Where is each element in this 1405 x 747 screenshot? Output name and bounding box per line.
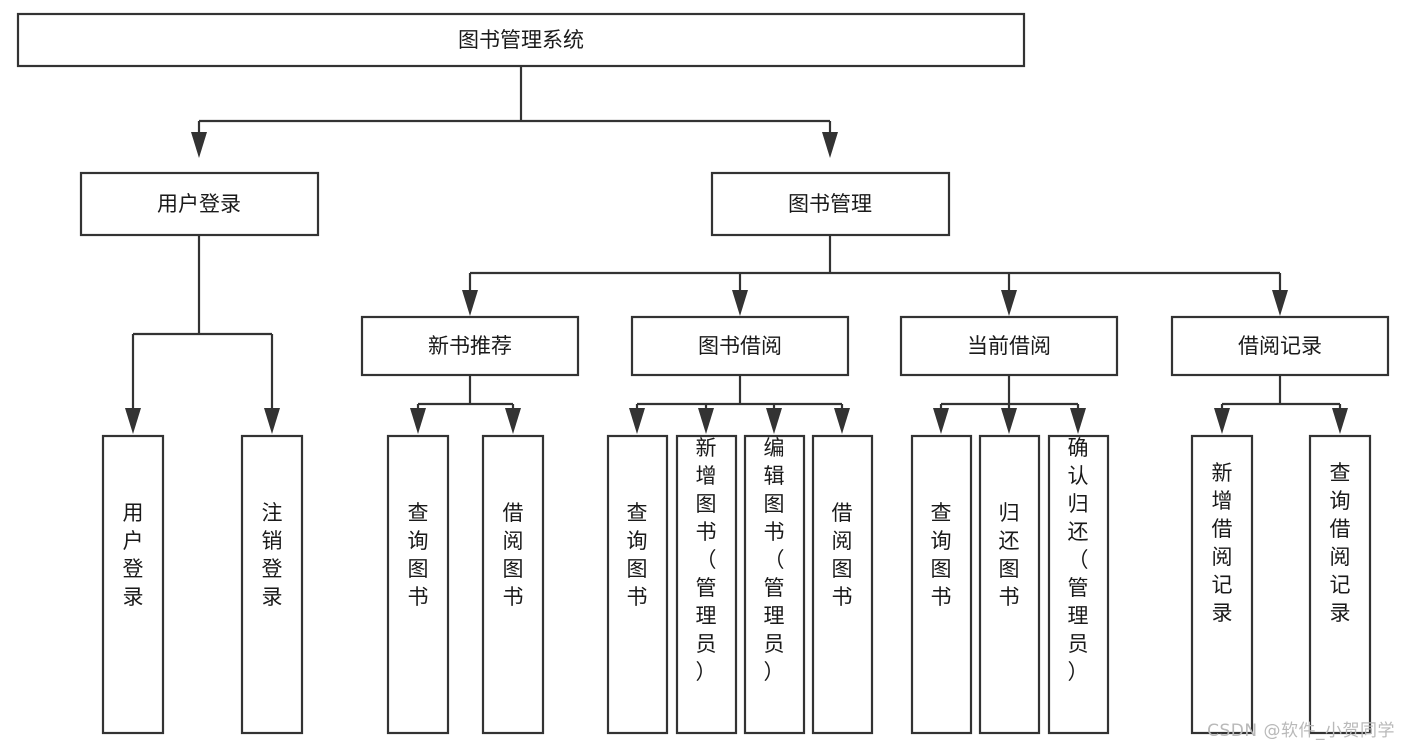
node-root-box[interactable] [16, 12, 1026, 68]
arrowhead-br-leaf-1 [1214, 408, 1230, 434]
leaf-book-borrow-4[interactable]: 借阅图书 [811, 434, 874, 735]
leaf-new-book-1[interactable]: 查询图书 [386, 434, 450, 735]
node-user-login-box[interactable] [79, 171, 320, 237]
node-user-login-label: 用户登录 [157, 192, 241, 216]
arrowhead-bb-leaf-1 [629, 408, 645, 434]
arrowhead-nb-leaf-1 [410, 408, 426, 434]
leaf-new-book-2[interactable]: 借阅图书 [481, 434, 545, 735]
arrowhead-cb-leaf-3 [1070, 408, 1086, 434]
leaf-borrow-record-1-box[interactable] [1190, 434, 1254, 735]
leaf-borrow-record-2[interactable]: 查询借阅记录 [1308, 434, 1372, 735]
arrowhead-current-borrow [1001, 290, 1017, 316]
leaf-borrow-record-1-label: 新增借阅记录 [1212, 461, 1233, 625]
node-current-borrow[interactable]: 当前借阅 [899, 315, 1119, 377]
node-book-borrow-label: 图书借阅 [698, 334, 782, 358]
node-user-login[interactable]: 用户登录 [79, 171, 320, 237]
leaf-book-borrow-2-label: 新增图书（管理员） [696, 436, 717, 684]
node-root[interactable]: 图书管理系统 [16, 12, 1026, 68]
node-current-borrow-box[interactable] [899, 315, 1119, 377]
leaf-user-login-2-label: 注销登录 [262, 501, 283, 609]
arrowhead-leaf-user-login [125, 408, 141, 434]
node-new-book-recommend[interactable]: 新书推荐 [360, 315, 580, 377]
leaf-current-borrow-3-label: 确认归还（管理员） [1068, 436, 1089, 684]
arrowhead-new-book [462, 290, 478, 316]
leaf-current-borrow-3[interactable]: 确认归还（管理员） [1047, 434, 1110, 735]
leaf-book-borrow-2-box[interactable] [675, 434, 738, 735]
node-current-borrow-label: 当前借阅 [967, 334, 1051, 358]
leaf-current-borrow-1-label: 查询图书 [931, 501, 952, 609]
connectors-root-to-level1 [191, 66, 838, 158]
leaf-book-borrow-2[interactable]: 新增图书（管理员） [675, 434, 738, 735]
arrowhead-cb-leaf-2 [1001, 408, 1017, 434]
node-book-borrow[interactable]: 图书借阅 [630, 315, 850, 377]
leaf-new-book-2-box[interactable] [481, 434, 545, 735]
node-new-book-recommend-box[interactable] [360, 315, 580, 377]
leaf-book-borrow-4-label: 借阅图书 [832, 501, 853, 609]
arrowhead-cb-leaf-1 [933, 408, 949, 434]
leaf-user-login-2[interactable]: 注销登录 [240, 434, 304, 735]
leaf-book-borrow-1-box[interactable] [606, 434, 669, 735]
arrowhead-nb-leaf-2 [505, 408, 521, 434]
leaf-book-borrow-3-box[interactable] [743, 434, 806, 735]
leaf-current-borrow-2-label: 归还图书 [999, 501, 1020, 609]
arrowhead-leaf-logout [264, 408, 280, 434]
arrowhead-bb-leaf-4 [834, 408, 850, 434]
node-borrow-record[interactable]: 借阅记录 [1170, 315, 1390, 377]
arrowhead-book-borrow [732, 290, 748, 316]
leaf-new-book-1-label: 查询图书 [408, 501, 429, 609]
arrowhead-book-mgmt [822, 132, 838, 158]
node-new-book-recommend-label: 新书推荐 [428, 334, 512, 358]
leaf-book-borrow-1[interactable]: 查询图书 [606, 434, 669, 735]
arrowhead-bb-leaf-3 [766, 408, 782, 434]
leaf-new-book-2-label: 借阅图书 [503, 501, 524, 609]
leaf-current-borrow-3-box[interactable] [1047, 434, 1110, 735]
connectors-current-borrow-to-leaves [933, 375, 1086, 434]
leaf-book-borrow-4-box[interactable] [811, 434, 874, 735]
node-borrow-record-box[interactable] [1170, 315, 1390, 377]
connectors-book-mgmt-to-level2 [462, 235, 1288, 316]
arrowhead-bb-leaf-2 [698, 408, 714, 434]
leaf-current-borrow-2[interactable]: 归还图书 [978, 434, 1041, 735]
node-book-management-box[interactable] [710, 171, 951, 237]
leaf-current-borrow-1[interactable]: 查询图书 [910, 434, 973, 735]
leaf-book-borrow-3[interactable]: 编辑图书（管理员） [743, 434, 806, 735]
leaf-user-login-1[interactable]: 用户登录 [101, 434, 165, 735]
leaf-user-login-1-label: 用户登录 [123, 501, 144, 609]
leaf-borrow-record-2-box[interactable] [1308, 434, 1372, 735]
arrowhead-borrow-record [1272, 290, 1288, 316]
leaf-borrow-record-2-label: 查询借阅记录 [1330, 461, 1351, 625]
connectors-new-book-to-leaves [410, 375, 521, 434]
node-book-management[interactable]: 图书管理 [710, 171, 951, 237]
arrowhead-br-leaf-2 [1332, 408, 1348, 434]
leaf-new-book-1-box[interactable] [386, 434, 450, 735]
leaf-book-borrow-3-label: 编辑图书（管理员） [764, 436, 785, 684]
node-book-management-label: 图书管理 [788, 192, 872, 216]
leaf-user-login-2-box[interactable] [240, 434, 304, 735]
leaf-current-borrow-1-box[interactable] [910, 434, 973, 735]
leaf-user-login-1-box[interactable] [101, 434, 165, 735]
node-borrow-record-label: 借阅记录 [1238, 334, 1322, 358]
leaf-current-borrow-2-box[interactable] [978, 434, 1041, 735]
connectors-borrow-record-to-leaves [1214, 375, 1348, 434]
arrowhead-user-login [191, 132, 207, 158]
leaf-borrow-record-1[interactable]: 新增借阅记录 [1190, 434, 1254, 735]
connectors-user-login-to-leaves [125, 235, 280, 434]
leaf-book-borrow-1-label: 查询图书 [627, 501, 648, 609]
node-book-borrow-box[interactable] [630, 315, 850, 377]
node-root-label: 图书管理系统 [458, 28, 584, 52]
connectors-book-borrow-to-leaves [629, 375, 850, 434]
